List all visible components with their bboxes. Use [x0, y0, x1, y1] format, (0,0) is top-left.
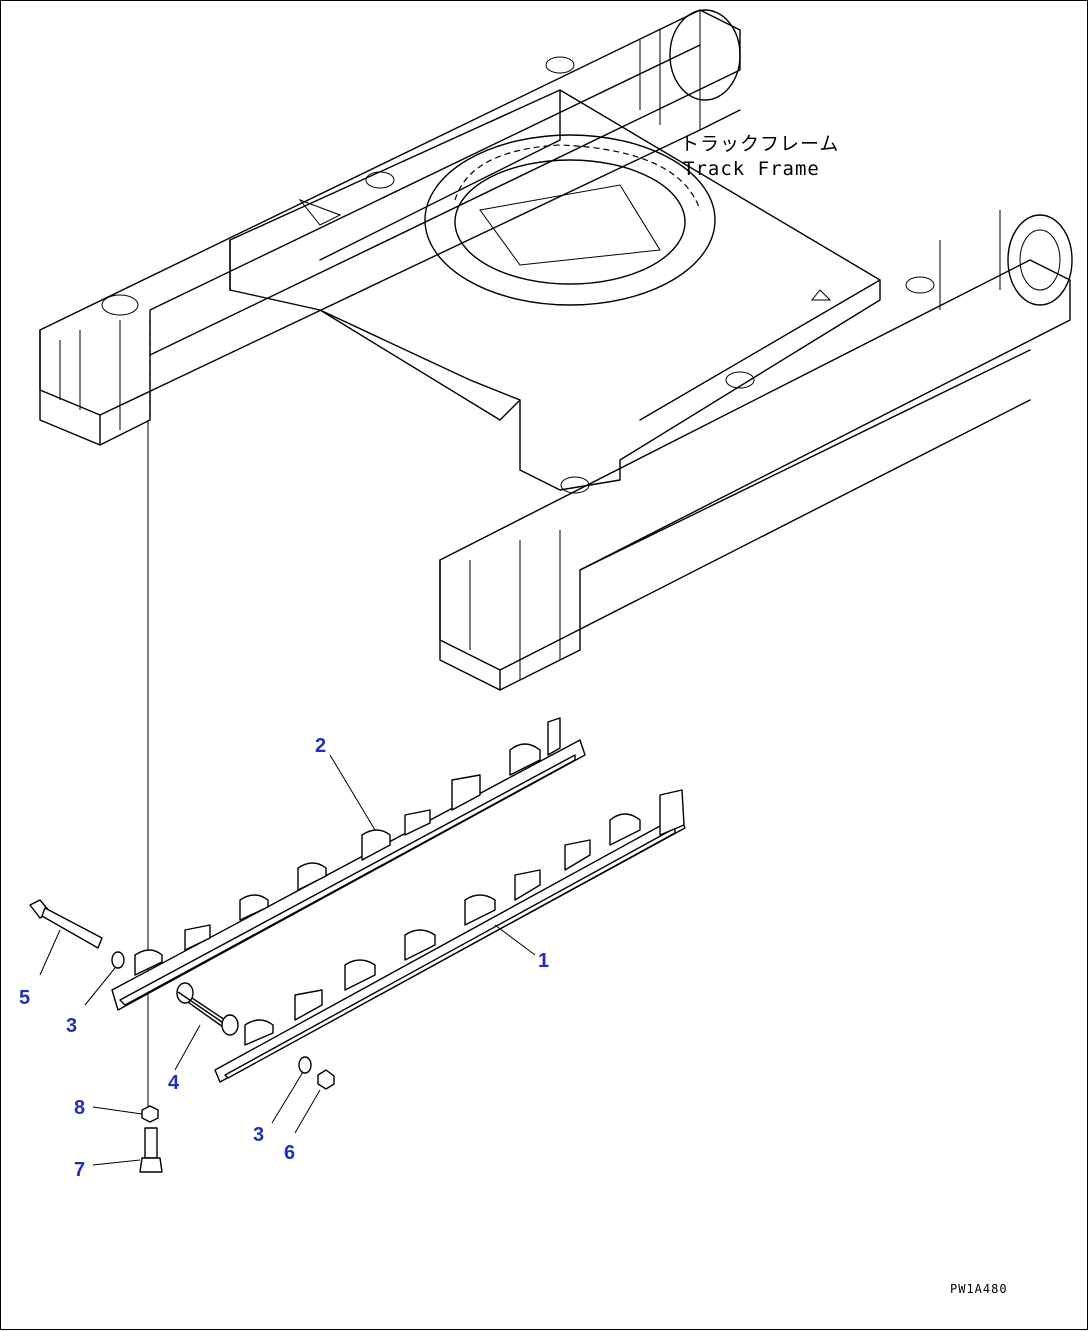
track-guard-lower [214, 789, 686, 1083]
nut-part-6 [317, 1069, 335, 1090]
spacer-part-4 [176, 982, 239, 1036]
leader-lines [39, 754, 536, 1166]
track-frame-drawing [39, 9, 1073, 691]
figure-code: PW1A480 [950, 1282, 1008, 1296]
track-guard-upper [111, 717, 586, 1011]
callout-4: 4 [168, 1072, 180, 1094]
callout-7: 7 [74, 1159, 85, 1181]
callout-2: 2 [315, 735, 326, 757]
bolt-part-7 [139, 1127, 163, 1173]
washer-part-3-left [111, 951, 125, 969]
nut-part-8 [141, 1105, 159, 1123]
callout-5: 5 [19, 987, 30, 1009]
long-bolt-part-5 [29, 899, 103, 949]
track-frame-label-en: Track Frame [683, 158, 820, 180]
callout-6: 6 [284, 1142, 295, 1164]
washer-part-3-right [298, 1056, 312, 1074]
callout-3-left: 3 [66, 1015, 77, 1037]
track-frame-label-jp: トラックフレーム [680, 133, 839, 155]
callout-3-right: 3 [253, 1124, 264, 1146]
callout-1: 1 [538, 950, 549, 972]
callout-8: 8 [74, 1097, 85, 1119]
